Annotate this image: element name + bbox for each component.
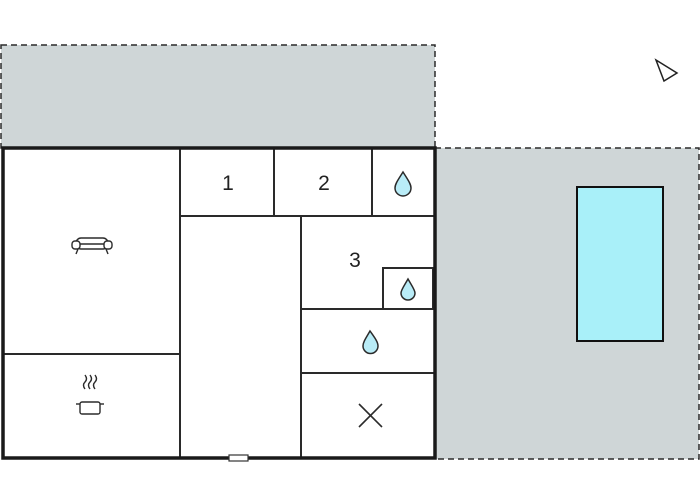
cooking-pot-icon [76,374,104,415]
water-drop-icon [394,170,412,197]
room-label-1: 1 [222,172,234,195]
entrance-door [228,454,249,462]
sofa-icon [71,237,113,255]
cross-icon [358,403,383,428]
room-label-3: 3 [349,249,361,272]
room-label-2: 2 [318,172,330,195]
outer-walls [1,146,437,460]
water-drop-icon [362,329,379,355]
interior-walls [3,148,435,457]
pool [576,186,664,342]
water-drop-icon [400,277,416,301]
house-interior [3,148,435,459]
terrace-top [0,44,436,149]
north-arrow-icon [654,58,679,83]
